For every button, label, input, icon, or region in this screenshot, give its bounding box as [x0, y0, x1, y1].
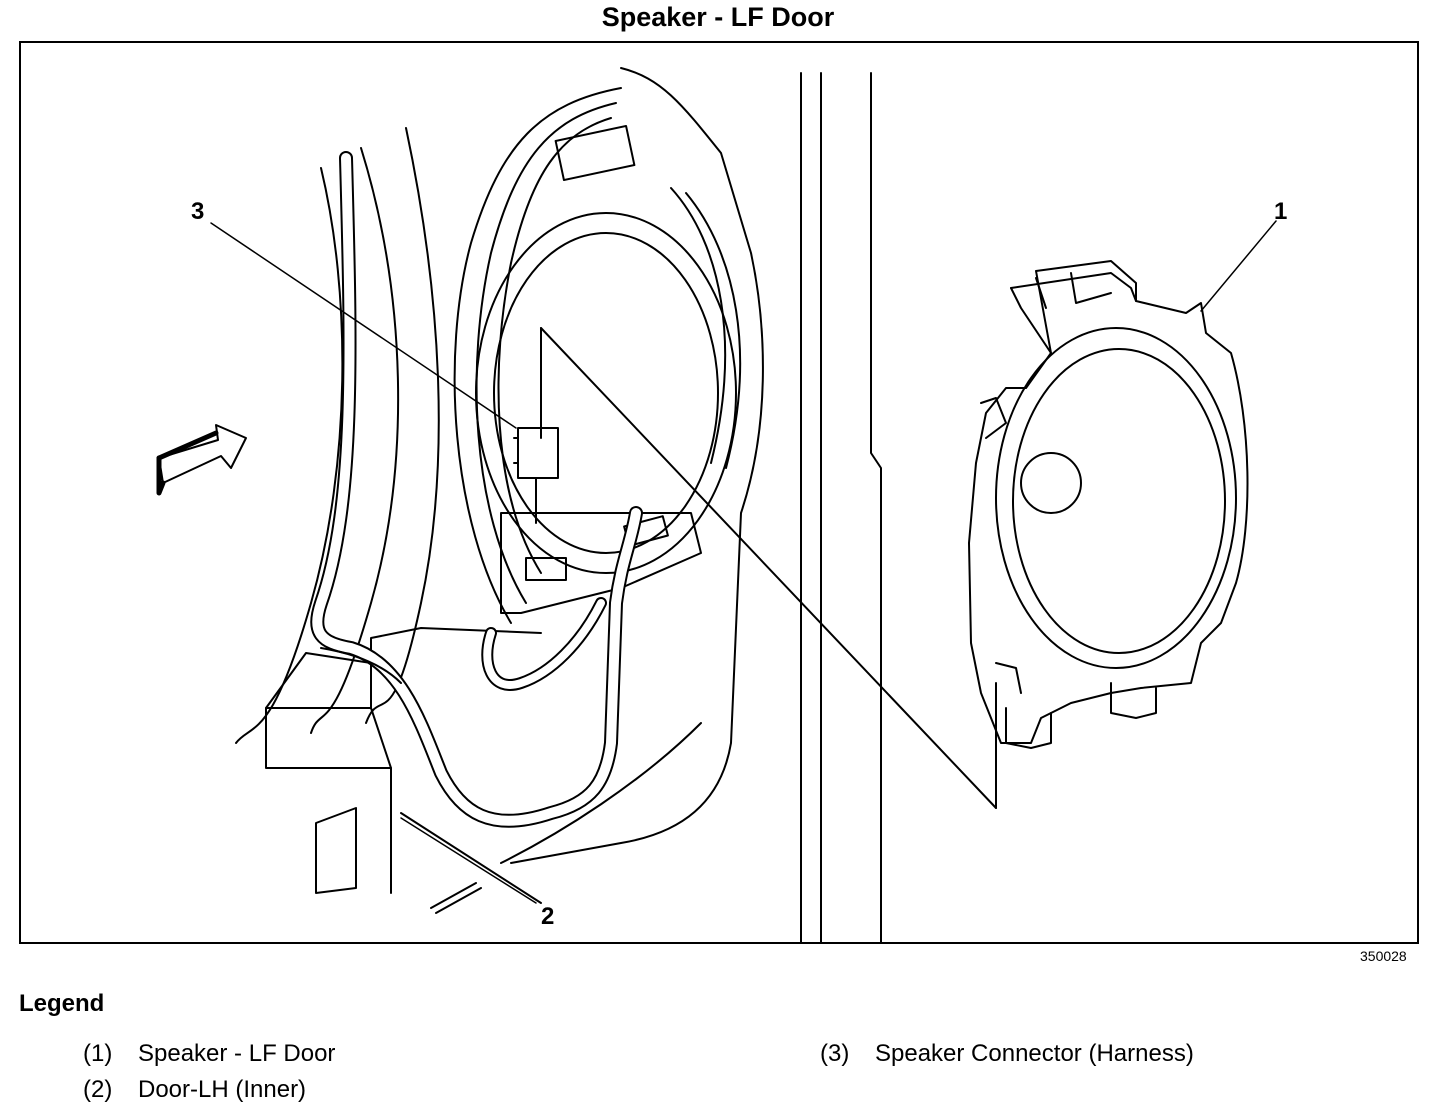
- leader-lines: [210, 220, 1277, 904]
- wiring-harness: [310, 151, 643, 828]
- legend-heading: Legend: [19, 990, 105, 1017]
- leader-line-1: [1200, 220, 1277, 312]
- legend-item-1: (1) Speaker - LF Door: [83, 1040, 335, 1068]
- legend-label: Speaker Connector (Harness): [875, 1040, 1194, 1067]
- speaker-lf-door: [968, 260, 1249, 749]
- speaker-opening: [453, 67, 764, 864]
- diagram-frame: 3 1 2: [19, 41, 1419, 944]
- door-speaker-illustration: [156, 67, 1277, 942]
- legend-item-3: (3) Speaker Connector (Harness): [820, 1040, 1194, 1068]
- legend-label: Speaker - LF Door: [138, 1040, 336, 1067]
- legend-label: Door-LH (Inner): [138, 1076, 307, 1103]
- leader-line-3: [210, 222, 517, 429]
- lower-door-box: [265, 627, 702, 914]
- section-view-triangle: [540, 327, 997, 809]
- leader-line-2: [400, 817, 537, 904]
- legend-number: (3): [820, 1040, 850, 1067]
- callout-2: 2: [541, 903, 555, 930]
- callout-1: 1: [1274, 198, 1288, 225]
- diagram-title: Speaker - LF Door: [601, 2, 835, 32]
- view-direction-arrow: [156, 424, 247, 496]
- legend-number: (2): [83, 1076, 113, 1103]
- callout-3: 3: [191, 198, 205, 225]
- figure-id: 350028: [1360, 948, 1407, 964]
- speaker-connector: [513, 332, 559, 524]
- door-panel-outline: [235, 72, 882, 942]
- legend-number: (1): [83, 1040, 113, 1067]
- legend-item-2: (2) Door-LH (Inner): [83, 1076, 306, 1104]
